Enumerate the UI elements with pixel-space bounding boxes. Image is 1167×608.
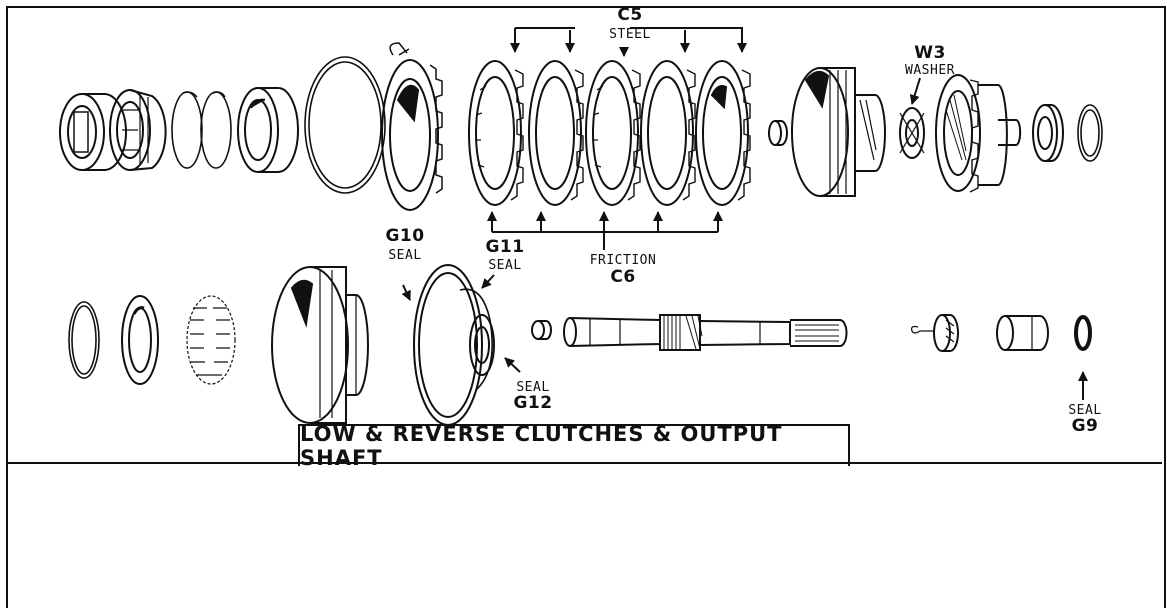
snap-ring: [68, 301, 100, 379]
g9-name-label: SEAL: [1068, 403, 1102, 418]
clutch-pack: [468, 60, 751, 206]
friction-plate: [695, 60, 751, 206]
friction-plate: [585, 60, 641, 206]
g11-arrow: [481, 274, 495, 289]
exploded-parts-drawing: [59, 27, 1103, 426]
g11-name-label: SEAL: [488, 258, 522, 273]
g12-name-label: SEAL: [516, 380, 550, 395]
c5-bracket: [510, 27, 747, 57]
c6-name-label: FRICTION: [589, 253, 657, 268]
w3-code-label: W3: [914, 43, 946, 63]
roller-bearing: [109, 89, 167, 171]
g12-arrow: [504, 357, 521, 373]
bushing: [768, 120, 788, 146]
c6-code-label: C6: [610, 267, 636, 287]
g12-code-label: G12: [513, 393, 553, 413]
w3-arrow: [909, 77, 921, 105]
friction-plate: [468, 60, 524, 206]
ring-gear: [935, 74, 1022, 193]
return-springs: [186, 295, 236, 385]
bushing: [531, 320, 552, 340]
steel-plate: [528, 60, 584, 206]
diagram-frame: [6, 6, 1166, 608]
diagram-title: LOW & REVERSE CLUTCHES & OUTPUT SHAFT: [300, 422, 783, 470]
g9-code-label: G9: [1071, 416, 1099, 436]
output-shaft: [563, 314, 848, 351]
g10-arrow: [401, 284, 411, 301]
w3-name-label: WASHER: [905, 63, 955, 78]
c5-code-label: C5: [617, 5, 643, 25]
g10-name-label: SEAL: [388, 248, 422, 263]
seal-ring: [1074, 315, 1092, 351]
speedometer-gear: [910, 314, 959, 352]
g11-code-label: G11: [485, 237, 525, 257]
thrust-washer: [1077, 104, 1103, 162]
c6-bracket: [487, 211, 723, 250]
spring-retainer: [121, 295, 159, 385]
g10-code-label: G10: [385, 226, 425, 246]
sleeve: [996, 315, 1049, 351]
washer: [899, 107, 925, 159]
clutch-hub: [381, 42, 443, 211]
planetary-carrier: [791, 67, 886, 197]
title-box: LOW & REVERSE CLUTCHES & OUTPUT SHAFT: [298, 422, 850, 470]
bottom-rule: [6, 462, 1162, 464]
large-snap-ring: [304, 56, 386, 194]
steel-plate: [640, 60, 696, 206]
c5-name-label: STEEL: [609, 27, 651, 42]
piston-seal-assembly: [413, 264, 495, 426]
thrust-bearing: [237, 87, 299, 173]
bearing: [59, 93, 127, 171]
reverse-clutch-piston-housing: [271, 266, 369, 424]
bearing-race: [1032, 104, 1064, 162]
snap-rings: [171, 91, 232, 169]
